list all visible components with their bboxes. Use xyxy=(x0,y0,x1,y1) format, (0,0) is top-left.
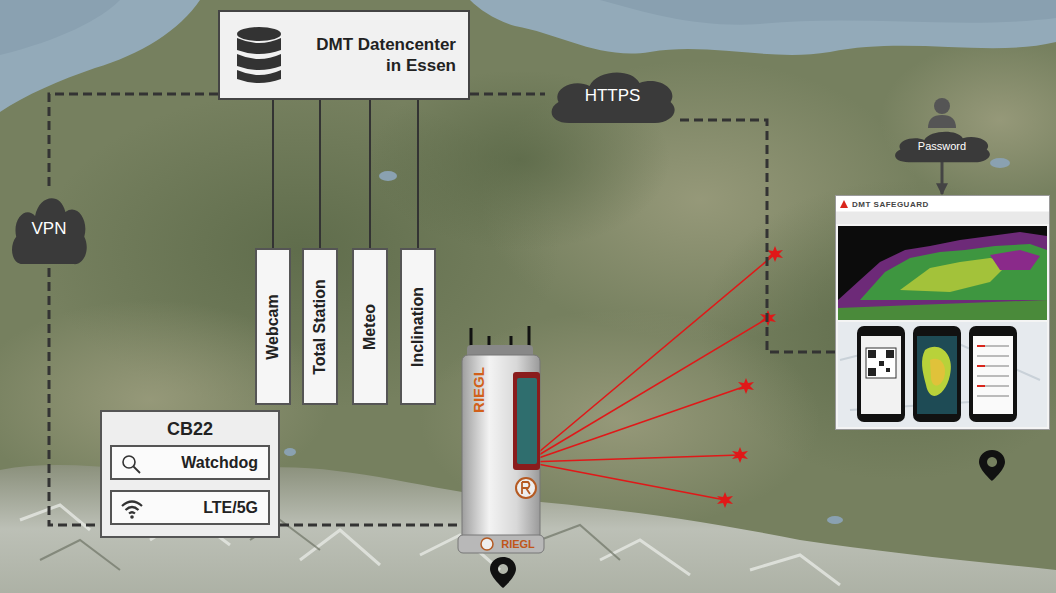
connector-line xyxy=(319,100,321,248)
connector-line xyxy=(369,100,371,248)
dashed-connector xyxy=(49,268,100,525)
dashed-link xyxy=(280,524,462,527)
web-app-window: DMT SAFEGUARD xyxy=(835,195,1050,430)
function-box: LTE/5G xyxy=(110,490,270,525)
cloud-shape: Password xyxy=(890,128,994,164)
laser-beams xyxy=(527,254,775,500)
sensor-box: Inclination xyxy=(400,248,436,405)
node-label: CB22 xyxy=(102,412,278,440)
node-label: Meteo xyxy=(361,303,379,349)
brand-logo: RIEGL xyxy=(501,538,535,550)
dashed-connector xyxy=(49,94,218,190)
connector-line xyxy=(417,100,419,248)
user-icon xyxy=(928,98,956,128)
function-box: Watchdog xyxy=(110,445,270,480)
laser-scanner xyxy=(458,326,544,553)
node-label: DMT Datencenter in Essen xyxy=(306,34,456,77)
node-label: Watchdog xyxy=(181,454,258,472)
sensor-box: Meteo xyxy=(352,248,388,405)
node-label: Webcam xyxy=(264,294,282,360)
cloud-shape: VPN xyxy=(8,190,90,268)
connector-line xyxy=(941,162,944,194)
connector-line xyxy=(272,100,274,248)
wifi-icon xyxy=(120,498,144,520)
node-label: VPN xyxy=(32,219,67,239)
map-pin xyxy=(979,450,1005,481)
web-app-screenshot xyxy=(835,195,1050,430)
node-label: Total Station xyxy=(311,279,329,375)
node-label: HTTPS xyxy=(585,86,641,106)
datacenter-box: DMT Datencenter in Essen xyxy=(218,10,470,100)
node-label: Password xyxy=(918,140,966,152)
dashed-connector xyxy=(470,93,545,96)
sensor-box: Webcam xyxy=(255,248,291,405)
node-label: DMT SAFEGUARD xyxy=(852,200,929,209)
map-pin xyxy=(490,557,516,588)
database-icon xyxy=(234,26,284,86)
sensor-box: Total Station xyxy=(302,248,338,405)
node-label: LTE/5G xyxy=(203,499,258,517)
controller-box: CB22WatchdogLTE/5G xyxy=(100,410,280,538)
search-icon xyxy=(120,453,142,475)
dashed-connector xyxy=(680,120,835,352)
cloud-shape: HTTPS xyxy=(545,66,680,126)
node-label: Inclination xyxy=(409,287,427,367)
laser-hit-marks xyxy=(717,246,783,508)
brand-logo: RIEGL xyxy=(470,367,487,413)
